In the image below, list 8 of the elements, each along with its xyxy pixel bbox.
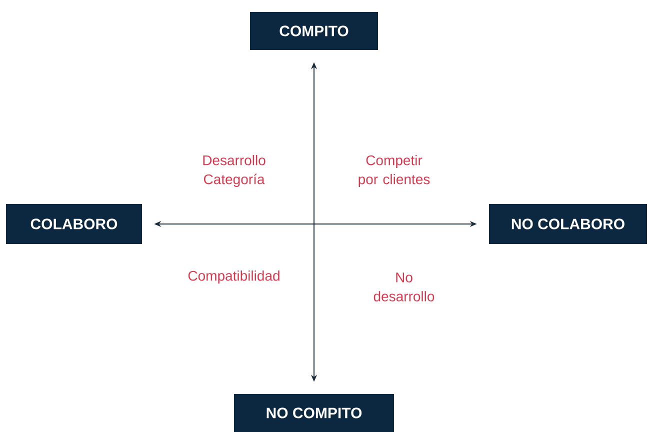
label-box: NO COMPITO [234, 394, 394, 432]
quadrant-label: Competir por clientes [358, 154, 430, 188]
quadrant-label: No desarrollo [374, 272, 434, 302]
label-box: COLABORO [6, 204, 142, 244]
label-box: COMPITO [250, 12, 378, 50]
label-box: NO COLABORO [489, 204, 647, 244]
quadrant-label: Desarrollo Categoría [203, 154, 266, 188]
quadrant-label: Compatibilidad [188, 270, 280, 284]
